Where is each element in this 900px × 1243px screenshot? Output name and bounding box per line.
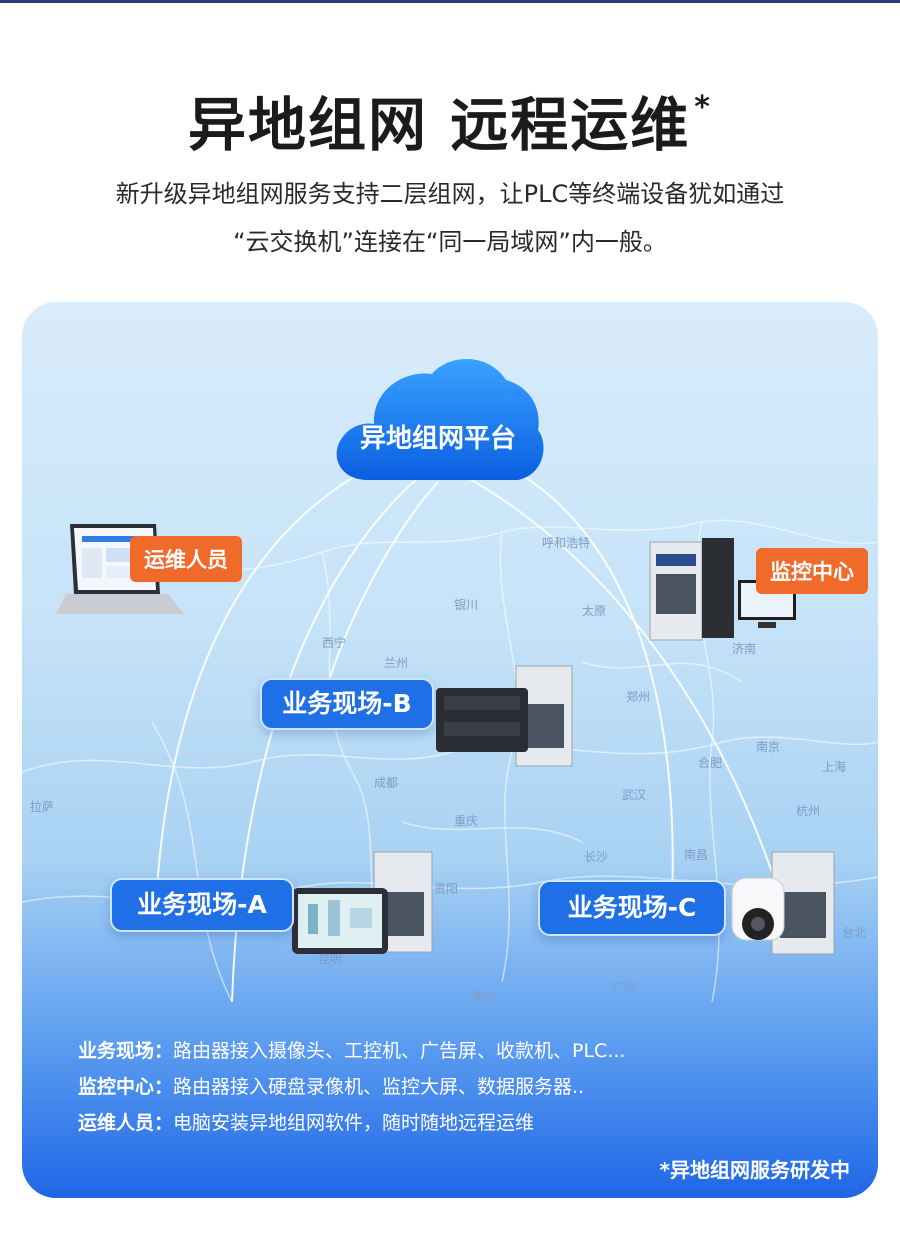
legend-row-site: 业务现场：路由器接入摄像头、工控机、广告屏、收款机、PLC... bbox=[78, 1036, 625, 1063]
touchscreen-router-icon bbox=[292, 851, 433, 954]
city-label: 成都 bbox=[374, 776, 399, 790]
city-label: 南宁 bbox=[472, 990, 497, 1004]
ops-personnel-label: 运维人员 bbox=[130, 536, 242, 582]
city-label: 杭州 bbox=[796, 804, 821, 818]
city-label: 重庆 bbox=[454, 814, 479, 828]
plc-router-icon bbox=[436, 665, 573, 767]
legend-text: 路由器接入硬盘录像机、监控大屏、数据服务器.. bbox=[173, 1076, 585, 1098]
city-label: 太原 bbox=[582, 604, 607, 618]
legend-row-monitor: 监控中心：路由器接入硬盘录像机、监控大屏、数据服务器.. bbox=[78, 1072, 584, 1099]
site-c-label: 业务现场-C bbox=[538, 880, 726, 936]
city-label: 兰州 bbox=[384, 656, 409, 670]
city-label: 广州 bbox=[612, 980, 637, 994]
subtitle-line-1: 新升级异地组网服务支持二层组网，让PLC等终端设备犹如通过 bbox=[115, 180, 785, 208]
legend-text: 电脑安装异地组网软件，随时随地远程运维 bbox=[173, 1112, 535, 1134]
subtitle-line-2: “云交换机”连接在“同一局域网”内一般。 bbox=[233, 228, 667, 256]
footnote: *异地组网服务研发中 bbox=[659, 1158, 850, 1182]
legend-row-ops: 运维人员：电脑安装异地组网软件，随时随地远程运维 bbox=[78, 1108, 534, 1135]
city-label: 南京 bbox=[756, 740, 781, 754]
city-label: 郑州 bbox=[626, 690, 651, 704]
city-label: 昆明 bbox=[318, 952, 343, 966]
city-label: 呼和浩特 bbox=[542, 536, 591, 550]
city-label: 西宁 bbox=[322, 636, 347, 650]
city-label: 银川 bbox=[454, 598, 479, 612]
asterisk-mark: * bbox=[694, 90, 712, 125]
server-router-icon bbox=[649, 538, 796, 641]
page-title: 异地组网 远程运维* bbox=[188, 90, 712, 159]
top-border bbox=[0, 0, 900, 3]
legend-text: 路由器接入摄像头、工控机、广告屏、收款机、PLC... bbox=[173, 1040, 626, 1062]
monitor-center-label: 监控中心 bbox=[756, 548, 868, 594]
city-label: 长沙 bbox=[584, 850, 609, 864]
city-label: 台北 bbox=[842, 926, 867, 940]
site-a-label: 业务现场-A bbox=[110, 878, 294, 932]
city-label: 南昌 bbox=[684, 848, 709, 862]
legend-label: 业务现场： bbox=[78, 1040, 174, 1062]
city-label: 济南 bbox=[732, 642, 757, 656]
city-label: 贵阳 bbox=[434, 882, 459, 896]
city-label: 拉萨 bbox=[30, 800, 55, 814]
network-diagram-card: 呼和浩特 银川 太原 西宁 兰州 济南 郑州 南京 合肥 上海 成都 武汉 杭州… bbox=[22, 302, 878, 1198]
city-label: 合肥 bbox=[698, 756, 723, 770]
legend-label: 运维人员： bbox=[78, 1112, 174, 1134]
cloud-platform-label: 异地组网平台 bbox=[359, 424, 516, 454]
camera-router-icon bbox=[731, 851, 835, 955]
legend-label: 监控中心： bbox=[78, 1076, 174, 1098]
cloud-icon bbox=[336, 358, 544, 480]
city-label: 上海 bbox=[822, 760, 847, 774]
city-label: 武汉 bbox=[622, 788, 647, 802]
site-b-label: 业务现场-B bbox=[260, 678, 434, 730]
